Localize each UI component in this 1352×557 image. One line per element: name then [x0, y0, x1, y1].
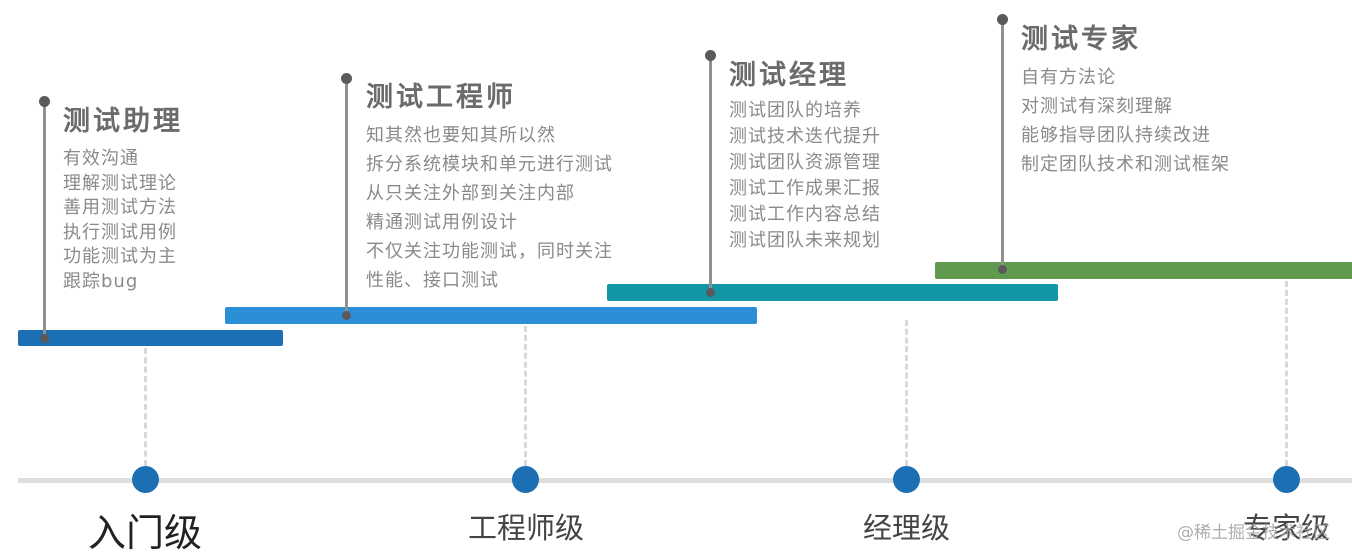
pin-base-assistant [40, 334, 49, 343]
list-item: 性能、接口测试 [366, 270, 499, 291]
level-node-entry [132, 466, 159, 493]
level-label-manager: 经理级 [863, 511, 951, 545]
pin-base-manager [706, 288, 715, 297]
list-item: 知其然也要知其所以然 [366, 125, 556, 146]
stage-bar-assistant [18, 330, 283, 346]
level-label-entry: 入门级 [88, 511, 203, 555]
dashed-connector-manager [905, 320, 908, 466]
stage-bar-manager [607, 284, 1058, 301]
list-item: 精通测试用例设计 [366, 212, 518, 233]
dashed-connector-expert [1285, 281, 1288, 466]
list-item: 测试技术迭代提升 [729, 126, 881, 147]
list-item: 功能测试为主 [63, 246, 177, 267]
pin-expert [997, 14, 1008, 25]
stage-items-engineer: 知其然也要知其所以然 拆分系统模块和单元进行测试 从只关注外部到关注内部 精通测… [366, 121, 613, 295]
list-item: 善用测试方法 [63, 197, 177, 218]
stem-manager [709, 60, 712, 294]
list-item: 执行测试用例 [63, 221, 177, 243]
list-item: 跟踪bug [63, 270, 139, 292]
level-label-engineer: 工程师级 [468, 511, 585, 545]
level-node-engineer [512, 466, 539, 493]
level-node-manager [893, 466, 920, 493]
stage-bar-engineer [225, 307, 757, 324]
pin-base-engineer [342, 311, 351, 320]
list-item: 自有方法论 [1021, 67, 1116, 88]
list-item: 对测试有深刻理解 [1021, 96, 1173, 117]
stage-items-expert: 自有方法论 对测试有深刻理解 能够指导团队持续改进 制定团队技术和测试框架 [1021, 63, 1230, 179]
list-item: 有效沟通 [63, 148, 139, 169]
stem-assistant [43, 102, 46, 338]
stage-title-engineer: 测试工程师 [366, 82, 516, 113]
list-item: 测试工作成果汇报 [729, 178, 881, 199]
dashed-connector-assistant [144, 348, 147, 466]
list-item: 从只关注外部到关注内部 [366, 183, 575, 204]
list-item: 测试工作内容总结 [729, 204, 881, 225]
stage-items-assistant: 有效沟通 理解测试理论 善用测试方法 执行测试用例 功能测试为主 跟踪bug [63, 147, 177, 294]
list-item: 测试团队未来规划 [729, 230, 881, 251]
pin-assistant [39, 96, 50, 107]
stage-items-manager: 测试团队的培养 测试技术迭代提升 测试团队资源管理 测试工作成果汇报 测试工作内… [729, 98, 881, 254]
list-item: 能够指导团队持续改进 [1021, 125, 1211, 146]
level-label-expert: 专家级 [1243, 511, 1331, 545]
list-item: 理解测试理论 [63, 172, 177, 194]
list-item: 不仅关注功能测试，同时关注 [366, 241, 613, 262]
pin-base-expert [998, 265, 1007, 274]
stage-bar-expert [935, 262, 1352, 279]
list-item: 拆分系统模块和单元进行测试 [366, 154, 613, 175]
list-item: 测试团队资源管理 [729, 152, 881, 173]
timeline-axis [18, 478, 1352, 483]
watermark: @稀土掘金技术社区 [1177, 523, 1330, 543]
pin-engineer [341, 73, 352, 84]
stem-expert [1001, 24, 1004, 270]
stage-title-assistant: 测试助理 [63, 106, 183, 137]
level-node-expert [1273, 466, 1300, 493]
list-item: 测试团队的培养 [729, 100, 862, 121]
dashed-connector-engineer [524, 326, 527, 466]
list-item: 制定团队技术和测试框架 [1021, 154, 1230, 175]
pin-manager [705, 50, 716, 61]
stage-title-manager: 测试经理 [729, 60, 849, 91]
stage-title-expert: 测试专家 [1021, 24, 1141, 55]
stem-engineer [345, 84, 348, 316]
